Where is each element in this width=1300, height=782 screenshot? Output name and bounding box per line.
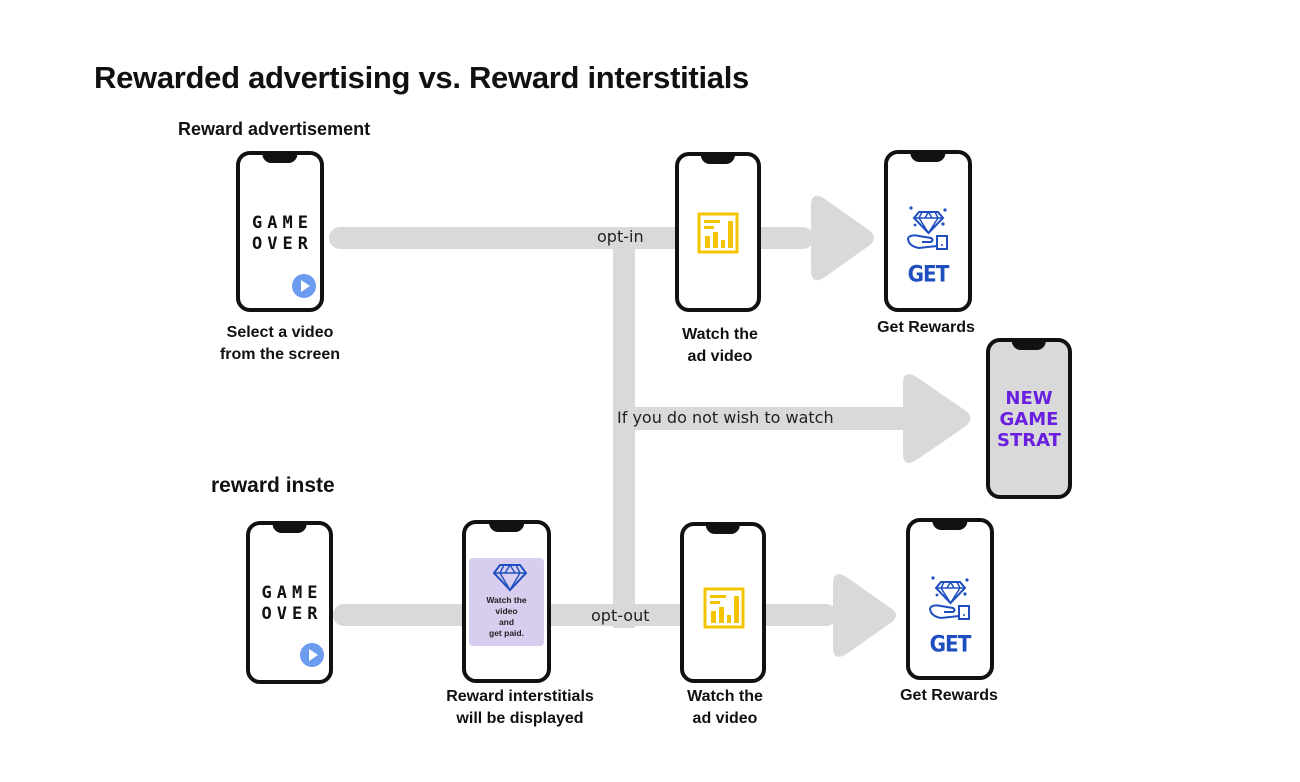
caption-watch-ad-bottom: Watch the ad video xyxy=(687,688,763,727)
get-text: GET xyxy=(929,630,972,658)
phone-ad-video-bottom xyxy=(680,522,766,683)
diamond-in-hand-icon xyxy=(929,576,970,620)
middle-arrow-head xyxy=(903,374,971,463)
chart-ad-icon xyxy=(697,212,739,254)
phone-notch xyxy=(705,525,741,534)
bottom-arrow-head xyxy=(833,574,896,657)
phone-ad-video-top xyxy=(675,152,761,312)
phone-notch xyxy=(1011,341,1047,350)
caption-select-video: Select a video from the screen xyxy=(219,324,341,363)
promo-text: Watch the video and get paid. xyxy=(486,595,527,638)
play-button-icon[interactable] xyxy=(300,643,324,667)
caption-get-rewards-bottom: Get Rewards xyxy=(900,687,998,704)
phone-reward-interstitial: Watch the video and get paid. xyxy=(462,520,551,683)
phone-get-rewards-top: GET xyxy=(884,150,972,312)
new-game-strat-text: NEW GAME STRAT xyxy=(997,388,1061,451)
phone-notch xyxy=(932,521,968,530)
caption-reward-interstitials: Reward interstitials will be displayed xyxy=(446,688,594,727)
diamond-icon xyxy=(492,564,528,592)
chart-ad-icon xyxy=(703,587,745,629)
play-button-icon[interactable] xyxy=(292,274,316,298)
game-over-text: GAME OVER xyxy=(252,213,313,254)
phone-notch xyxy=(910,153,946,162)
middle-flow-line xyxy=(624,407,906,430)
section-label-reward-inste: reward inste xyxy=(211,474,335,497)
phone-get-rewards-bottom: GET xyxy=(906,518,994,680)
section-label-reward-advertisement: Reward advertisement xyxy=(178,119,371,139)
phone-new-game-strat: NEW GAME STRAT xyxy=(986,338,1072,499)
phone-notch xyxy=(488,523,525,532)
branch-vertical-line xyxy=(613,238,635,628)
opt-in-label: opt-in xyxy=(597,227,644,246)
interstitial-promo-card[interactable]: Watch the video and get paid. xyxy=(469,558,544,646)
diamond-in-hand-icon xyxy=(907,206,948,250)
get-text: GET xyxy=(907,260,950,288)
phone-game-over-bottom: GAME OVER xyxy=(246,521,333,684)
top-arrow-head xyxy=(811,195,874,281)
game-over-text: GAME OVER xyxy=(261,583,323,624)
opt-out-label: opt-out xyxy=(591,606,650,625)
caption-get-rewards-top: Get Rewards xyxy=(877,319,975,336)
caption-watch-ad-top: Watch the ad video xyxy=(682,326,758,365)
phone-game-over-top: GAME OVER xyxy=(236,151,324,312)
phone-notch xyxy=(272,524,307,533)
if-you-do-not-wish-label: If you do not wish to watch xyxy=(617,408,834,427)
diagram-title: Rewarded advertising vs. Reward intersti… xyxy=(94,60,749,95)
phone-notch xyxy=(262,154,298,163)
phone-notch xyxy=(700,155,736,164)
